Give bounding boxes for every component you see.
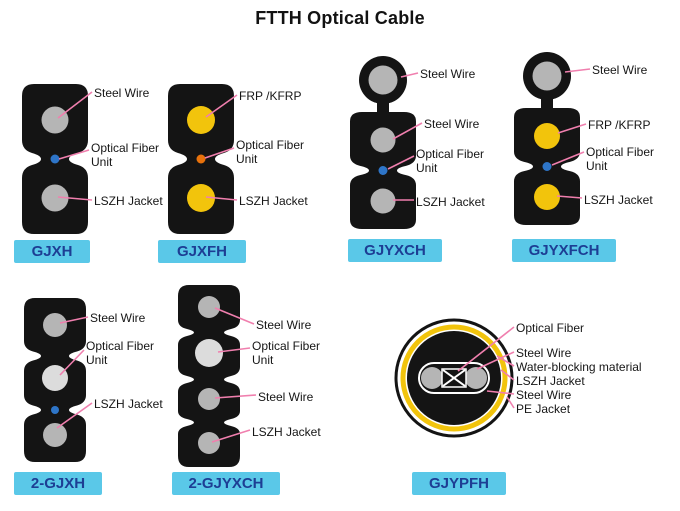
label-optical-fiber-unit: Optical Fiber Unit bbox=[91, 141, 160, 169]
steel-wire-circle bbox=[41, 106, 69, 134]
lszh-jacket-circle bbox=[43, 423, 67, 447]
badge-2gjyxch: 2-GJYXCH bbox=[172, 472, 280, 495]
fiber-cross-line bbox=[442, 369, 466, 387]
steel-wire-circle bbox=[370, 127, 396, 153]
lszh-jacket-circle bbox=[198, 432, 220, 454]
badge-2gjxh: 2-GJXH bbox=[14, 472, 102, 495]
label-lszh-jacket: LSZH Jacket bbox=[252, 425, 321, 439]
badge-gjxfh: GJXFH bbox=[158, 240, 246, 263]
badge-gjyxch: GJYXCH bbox=[348, 239, 442, 262]
label-optical-fiber-unit: Optical Fiber Unit bbox=[236, 138, 305, 166]
cable-diagram-gjxh bbox=[22, 84, 88, 234]
label-optical-fiber-unit: Optical Fiber Unit bbox=[86, 339, 155, 367]
frp-circle bbox=[187, 106, 215, 134]
steel-wire-circle bbox=[421, 367, 443, 389]
cable-diagram-2gjyxch bbox=[178, 285, 240, 467]
cable-diagram-gjyxch bbox=[350, 56, 416, 229]
steel-wire-circle-2 bbox=[198, 388, 220, 410]
steel-wire-circle-2 bbox=[465, 367, 487, 389]
optical-fiber-unit-circle bbox=[195, 339, 223, 367]
cable-diagram-2gjxh bbox=[24, 298, 86, 462]
optical-fiber-unit-dot bbox=[50, 154, 60, 164]
label-lszh-jacket: LSZH Jacket bbox=[416, 195, 485, 209]
label-frp: FRP /KFRP bbox=[239, 89, 302, 103]
label-lszh-jacket: LSZH Jacket bbox=[94, 397, 163, 411]
cable-diagram-gjypfh bbox=[394, 318, 514, 438]
label-lszh-jacket: LSZH Jacket bbox=[584, 193, 653, 207]
label-lszh-jacket: LSZH Jacket bbox=[239, 194, 308, 208]
label-steel-wire: Steel Wire bbox=[258, 390, 314, 404]
badge-gjxh: GJXH bbox=[14, 240, 90, 263]
page-title: FTTH Optical Cable bbox=[255, 8, 425, 28]
lszh-jacket-circle bbox=[534, 184, 560, 210]
optical-fiber-unit-dot bbox=[196, 154, 206, 164]
lszh-jacket-circle bbox=[187, 184, 215, 212]
badge-gjyxfch: GJYXFCH bbox=[512, 239, 616, 262]
steel-wire-circle bbox=[198, 296, 220, 318]
label-optical-fiber-unit: Optical Fiber Unit bbox=[586, 145, 655, 173]
label-steel-wire: Steel Wire bbox=[256, 318, 312, 332]
label-steel-wire: Steel Wire bbox=[420, 67, 476, 81]
messenger-steel-wire bbox=[368, 65, 398, 95]
lszh-jacket-circle bbox=[41, 184, 69, 212]
label-pe-jacket: PE Jacket bbox=[516, 402, 571, 416]
fiber-dot bbox=[51, 406, 59, 414]
badge-gjypfh: GJYPFH bbox=[412, 472, 506, 495]
optical-fiber-unit-circle bbox=[42, 365, 68, 391]
label-steel-wire: Steel Wire bbox=[592, 63, 648, 77]
label-lszh-jacket: LSZH Jacket bbox=[516, 374, 585, 388]
label-optical-fiber-unit: Optical Fiber Unit bbox=[252, 339, 321, 367]
steel-wire-circle bbox=[43, 313, 67, 337]
frp-circle bbox=[534, 123, 560, 149]
label-water-blocking: Water-blocking material bbox=[516, 360, 642, 374]
label-lszh-jacket: LSZH Jacket bbox=[94, 194, 163, 208]
optical-fiber-unit-dot bbox=[542, 162, 552, 171]
label-steel-wire: Steel Wire bbox=[516, 388, 572, 402]
neck bbox=[377, 98, 389, 114]
messenger-steel-wire bbox=[532, 61, 562, 91]
label-steel-wire: Steel Wire bbox=[424, 117, 480, 131]
label-frp: FRP /KFRP bbox=[588, 118, 651, 132]
label-steel-wire: Steel Wire bbox=[516, 346, 572, 360]
cable-diagram-gjyxfch bbox=[514, 52, 580, 225]
optical-fiber-unit-dot bbox=[378, 166, 388, 175]
label-optical-fiber-unit: Optical Fiber Unit bbox=[416, 147, 485, 175]
label-steel-wire: Steel Wire bbox=[90, 311, 146, 325]
cable-diagram-gjxfh bbox=[168, 84, 234, 234]
lszh-jacket-circle bbox=[370, 188, 396, 214]
label-optical-fiber: Optical Fiber bbox=[516, 321, 585, 335]
label-steel-wire: Steel Wire bbox=[94, 86, 150, 100]
neck bbox=[541, 94, 553, 110]
